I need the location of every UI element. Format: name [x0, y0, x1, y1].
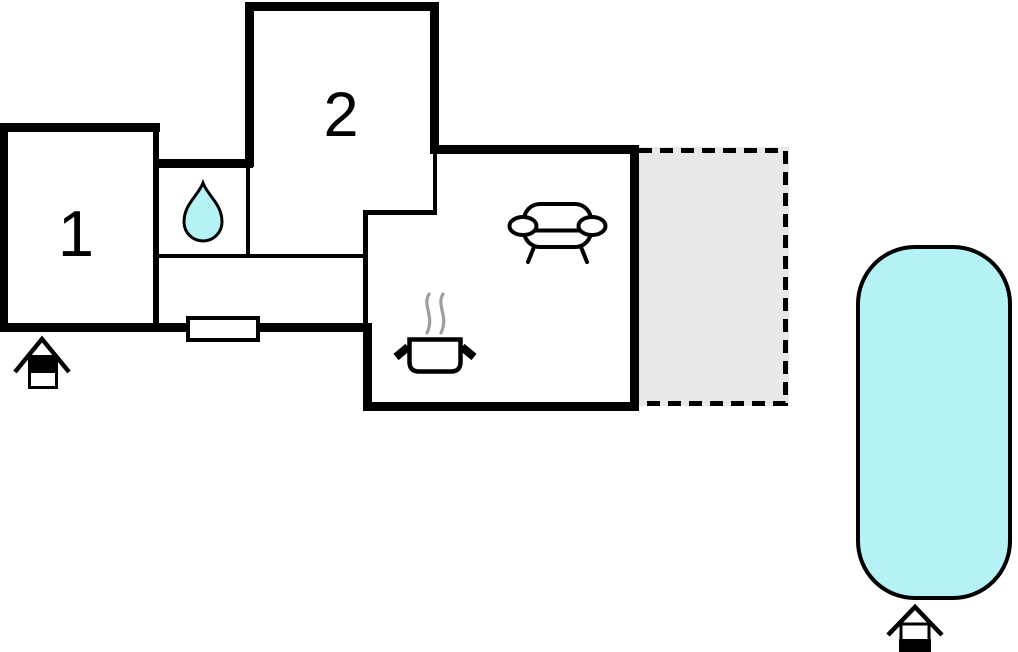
wall-room2-left	[245, 2, 254, 167]
steam-icon	[425, 292, 432, 335]
water-drop-icon	[182, 178, 224, 243]
wall-room1-top	[0, 123, 160, 132]
terrace-dashed-border	[639, 148, 788, 406]
wall-room1-left	[0, 123, 8, 332]
pool-entrance-house-roof	[886, 603, 944, 637]
pot-handle-right	[459, 343, 477, 361]
wall-living-top	[430, 145, 639, 154]
wall-living-left-lower	[363, 323, 372, 411]
pool-entrance-house-icon	[886, 603, 944, 652]
sofa-armrest-left	[507, 215, 539, 237]
cooking-pot-icon	[393, 292, 477, 374]
wall-living-right	[630, 145, 639, 411]
wall-room2-right	[430, 2, 439, 154]
door-window-marker	[186, 316, 260, 342]
wall-bathroom-right	[246, 168, 250, 255]
wall-room2-living-divider-h	[363, 210, 437, 215]
wall-room2-top	[245, 2, 439, 11]
entrance-house-icon	[13, 335, 71, 389]
pool-entrance-house-bottom-half	[899, 639, 931, 652]
sofa-icon	[507, 202, 608, 264]
room-1-label: 1	[58, 197, 94, 270]
wall-room1-right	[153, 132, 159, 323]
wall-bathroom-top	[153, 159, 253, 168]
wall-living-bottom	[363, 402, 639, 411]
sofa-leg-left	[526, 245, 536, 264]
wall-hall-top	[156, 254, 368, 258]
pot-body	[407, 337, 463, 374]
room-2-label: 2	[323, 80, 358, 150]
entrance-house-top-half	[28, 355, 58, 373]
entrance-house-roof	[13, 335, 71, 374]
wall-room2-living-divider-v	[433, 154, 437, 214]
steam-icon	[439, 292, 446, 335]
terrace-area	[639, 147, 789, 406]
sofa-leg-right	[579, 245, 589, 264]
pot-handle-left	[393, 343, 411, 361]
swimming-pool	[856, 245, 1012, 600]
wall-living-left-upper	[363, 214, 368, 323]
sofa-armrest-right	[576, 215, 608, 237]
